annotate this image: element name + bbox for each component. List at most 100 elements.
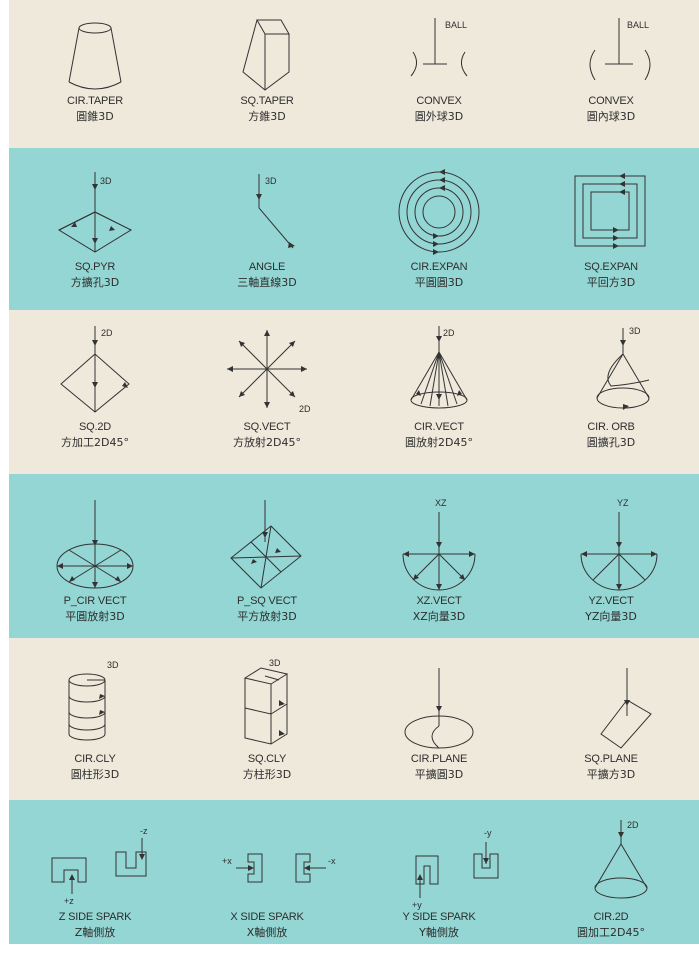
mode-label-en: X SIDE SPARK — [230, 911, 304, 923]
yz-label: YZ — [617, 498, 629, 508]
mode-cir-vect: 2D CIR.VECT 圓放射2D45° — [353, 320, 525, 470]
mode-label-en: SQ.VECT — [243, 421, 291, 433]
cone-2d-icon: 2D — [594, 820, 648, 899]
mode-label-en: ANGLE — [248, 261, 286, 273]
3d-label: 3D — [629, 326, 641, 336]
parallelogram-radial-icon — [230, 500, 302, 589]
neg-y-label: -y — [484, 828, 492, 838]
2d-label: 2D — [443, 328, 455, 338]
radial-star-icon: 2D — [227, 330, 311, 414]
square-prism-icon: 3D — [243, 658, 289, 745]
mode-label-zh: 方放射2D45° — [233, 436, 301, 449]
square-plane-icon — [600, 668, 652, 749]
mode-label-zh: 平回方3D — [586, 276, 636, 289]
mode-sq-vect: 2D SQ.VECT 方放射2D45° — [181, 320, 353, 470]
mode-label-zh: 方擴孔3D — [70, 276, 120, 289]
pos-x-label: +x — [222, 856, 232, 866]
mode-xz-vect: XZ XZ.VECT XZ向量3D — [353, 494, 525, 644]
square-2d-icon: 2D — [60, 326, 130, 413]
3d-label: 3D — [100, 176, 112, 186]
mode-label-zh: 三軸直線3D — [237, 276, 297, 289]
pos-z-label: +z — [64, 896, 74, 906]
mode-angle: 3D ANGLE 三軸直線3D — [181, 160, 353, 310]
3d-label: 3D — [107, 660, 119, 670]
xz-label: XZ — [435, 498, 447, 508]
mode-label-en: SQ.TAPER — [240, 95, 294, 107]
ball-label: BALL — [445, 20, 467, 30]
mode-label-en: CIR.EXPAN — [410, 261, 468, 273]
mode-y-side-spark: -y +y Y SIDE SPARK Y軸側放 — [353, 810, 525, 960]
3d-label: 3D — [265, 176, 277, 186]
mode-label-en: SQ.CLY — [247, 753, 287, 765]
ellipse-radial-icon — [56, 500, 134, 589]
mode-label-zh: 平方放射3D — [237, 610, 297, 623]
mode-label-en: SQ.PLANE — [584, 753, 638, 765]
row-band-1 — [9, 0, 699, 148]
mode-label-zh: Y軸側放 — [419, 926, 459, 939]
mode-label-en: CIR.2D — [593, 911, 629, 923]
mode-label-en: SQ.EXPAN — [584, 261, 638, 273]
mode-z-side-spark: -z +z Z SIDE SPARK Z軸側放 — [9, 810, 181, 960]
mode-cir-cly: 3D CIR.CLY 圓柱形3D — [9, 652, 181, 802]
mode-x-side-spark: +x -x X SIDE SPARK X軸側放 — [181, 810, 353, 960]
mode-cir-expan: CIR.EXPAN 平圓圓3D — [353, 160, 525, 310]
mode-sq-expan: SQ.EXPAN 平回方3D — [525, 160, 697, 310]
mode-label-zh: YZ向量3D — [585, 610, 637, 623]
mode-label-zh: 方錐3D — [248, 110, 286, 123]
mode-yz-vect: YZ YZ.VECT YZ向量3D — [525, 494, 697, 644]
2d-label: 2D — [299, 404, 311, 414]
mode-label-zh: 圓錐3D — [76, 110, 114, 123]
mode-p-sq-vect: P_SQ VECT 平方放射3D — [181, 494, 353, 644]
mode-label-en: SQ.PYR — [74, 261, 116, 273]
truncated-cone-icon — [68, 22, 122, 90]
mode-label-zh: 圓外球3D — [414, 110, 464, 123]
2d-label: 2D — [101, 328, 113, 338]
2d-label: 2D — [627, 820, 639, 830]
concentric-circles-icon — [398, 169, 480, 255]
mode-label-en: SQ.2D — [78, 421, 111, 433]
mode-label-en: CONVEX — [416, 95, 462, 107]
neg-z-label: -z — [140, 826, 148, 836]
mode-label-zh: 平擴圓3D — [414, 768, 464, 781]
mode-label-zh: 圓加工2D45° — [577, 926, 645, 939]
mode-label-zh: 圓內球3D — [586, 110, 636, 123]
row-band-3 — [9, 310, 699, 474]
mode-label-en: XZ.VECT — [416, 595, 462, 607]
mode-sq-pyr: 3D SQ.PYR 方擴孔3D — [9, 160, 181, 310]
half-circle-yz-icon: YZ — [580, 498, 658, 591]
mode-label-en: CIR. ORB — [587, 421, 635, 433]
mode-label-en: CIR.PLANE — [410, 753, 468, 765]
y-side-spark-icon: -y +y — [412, 828, 499, 910]
mode-sq-cly: 3D SQ.CLY 方柱形3D — [181, 652, 353, 802]
orbit-cone-icon: 3D — [596, 326, 650, 410]
mode-sq-plane: SQ.PLANE 平擴方3D — [525, 652, 697, 802]
mode-label-zh: XZ向量3D — [412, 610, 466, 623]
mode-convex-out: BALL CONVEX 圓外球3D — [353, 0, 525, 150]
mode-label-en: CIR.CLY — [74, 753, 116, 765]
mode-label-zh: X軸側放 — [246, 926, 288, 939]
row-band-5 — [9, 638, 699, 800]
mode-label-zh: 圓柱形3D — [70, 768, 120, 781]
half-circle-xz-icon: XZ — [402, 498, 476, 591]
convex-outer-ball-icon: BALL — [410, 18, 468, 77]
mode-label-zh: 圓放射2D45° — [405, 436, 473, 449]
square-pyramid-icon: 3D — [57, 172, 133, 253]
concentric-squares-icon — [574, 173, 646, 249]
mode-convex-in: BALL CONVEX 圓內球3D — [525, 0, 697, 150]
circle-plane-icon — [404, 668, 474, 749]
mode-label-zh: Z軸側放 — [74, 926, 116, 939]
convex-inner-ball-icon: BALL — [589, 18, 651, 81]
x-side-spark-icon: +x -x — [222, 853, 336, 883]
mode-label-zh: 平圓圓3D — [414, 276, 464, 289]
mode-label-zh: 方加工2D45° — [61, 436, 129, 449]
mode-sq-2d: 2D SQ.2D 方加工2D45° — [9, 320, 181, 470]
mode-cir-2d: 2D CIR.2D 圓加工2D45° — [525, 810, 697, 960]
mode-cir-orb: 3D CIR. ORB 圓擴孔3D — [525, 320, 697, 470]
neg-x-label: -x — [328, 856, 336, 866]
mode-label-en: P_SQ VECT — [237, 595, 297, 607]
mode-label-en: Y SIDE SPARK — [402, 911, 476, 923]
mode-sq-taper: SQ.TAPER 方錐3D — [181, 0, 353, 150]
cylinder-icon: 3D — [68, 660, 119, 741]
cone-radial-icon: 2D — [410, 326, 468, 409]
